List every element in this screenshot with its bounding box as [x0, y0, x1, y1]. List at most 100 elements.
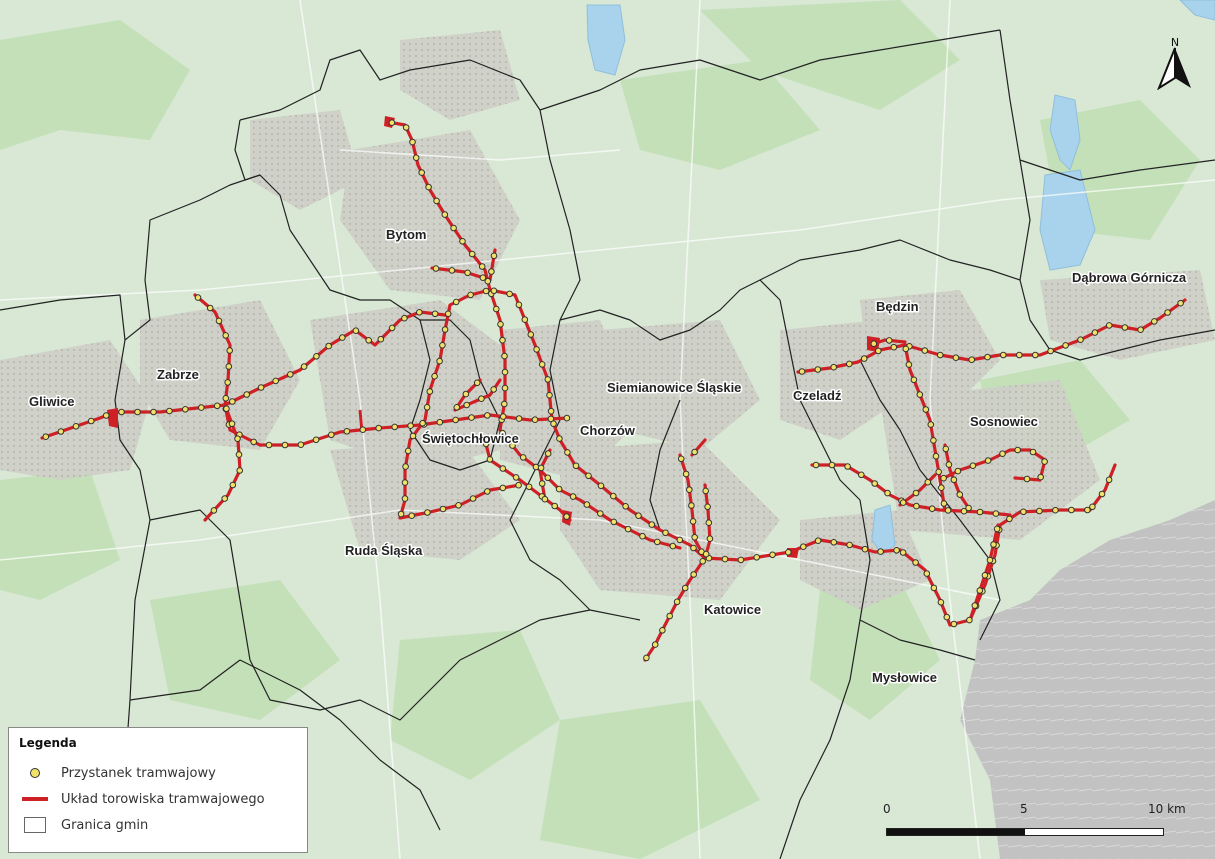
- tram-stop: [225, 363, 233, 370]
- tram-stop: [932, 452, 940, 460]
- tram-stop: [426, 388, 434, 395]
- legend-item-track: Układ torowiska tramwajowego: [19, 786, 297, 812]
- tram-stop: [860, 355, 868, 362]
- tram-stop: [1037, 473, 1044, 481]
- tram-stop: [533, 346, 540, 353]
- tram-stop: [990, 541, 997, 548]
- tram-stop: [954, 467, 962, 475]
- tram-stop: [648, 521, 656, 528]
- tram-stop: [409, 432, 417, 440]
- tram-stop: [547, 407, 555, 415]
- tram-stop: [210, 507, 218, 514]
- tram-stop: [493, 305, 500, 313]
- tram-stop: [912, 489, 920, 497]
- tram-stop: [812, 461, 820, 469]
- tram-stop: [401, 479, 409, 486]
- city-label-siemianowice: Siemianowice Śląskie: [607, 380, 741, 395]
- tram-stop: [993, 525, 1001, 533]
- tram-stop: [942, 445, 950, 453]
- tram-stop: [541, 495, 549, 503]
- tram-stop: [1047, 347, 1054, 355]
- tram-stop: [150, 408, 157, 416]
- tram-stop: [486, 456, 494, 463]
- tram-stop: [473, 379, 481, 387]
- tram-stop: [885, 337, 893, 344]
- tram-stop: [659, 627, 666, 634]
- tram-stop: [464, 269, 471, 277]
- tram-stop: [166, 407, 173, 415]
- tram-stop: [610, 518, 618, 526]
- tram-stop: [922, 406, 930, 413]
- tram-stop: [431, 310, 439, 318]
- tram-stop: [899, 499, 907, 506]
- tram-stop: [1006, 515, 1013, 523]
- tram-stop: [490, 386, 498, 393]
- tram-stop: [488, 268, 495, 275]
- tram-stop: [622, 503, 629, 510]
- tram-stop: [497, 321, 504, 328]
- tram-stop: [433, 197, 440, 205]
- tram-stop: [499, 413, 507, 420]
- north-arrow: N: [1155, 34, 1195, 90]
- tram-stop: [1020, 508, 1027, 516]
- tram-stop: [401, 314, 408, 322]
- tram-stop: [527, 331, 535, 338]
- tram-stop: [956, 491, 964, 498]
- tram-stop: [57, 428, 65, 435]
- tram-stop: [453, 404, 461, 411]
- tram-stop: [265, 441, 273, 449]
- tram-stop: [870, 340, 878, 348]
- tram-stop: [846, 541, 853, 549]
- tram-stop: [916, 391, 924, 398]
- tram-stop: [910, 376, 918, 384]
- gray-region: [960, 500, 1215, 859]
- tram-stop: [521, 316, 529, 323]
- tram-stop: [467, 291, 474, 299]
- legend-item-stop: Przystanek tramwajowy: [19, 760, 297, 786]
- tram-stop: [924, 478, 932, 486]
- tram-stop: [87, 417, 95, 425]
- tram-stop: [651, 641, 659, 648]
- tram-stop: [501, 400, 508, 408]
- city-label-sosnowiec: Sosnowiec: [970, 414, 1038, 429]
- city-label-bedzin: Będzin: [876, 299, 919, 314]
- tram-stop: [206, 304, 214, 312]
- tram-stop: [1068, 506, 1075, 514]
- tram-stop: [960, 507, 968, 515]
- tram-stop: [706, 535, 714, 543]
- tram-stop: [404, 447, 412, 455]
- tram-stop: [1084, 506, 1091, 514]
- tram-stop: [952, 354, 960, 362]
- tram-stop: [462, 390, 470, 398]
- tram-stop: [546, 391, 553, 399]
- tram-stop: [572, 462, 580, 470]
- city-label-zabrze: Zabrze: [157, 367, 199, 382]
- tram-stop: [402, 463, 409, 470]
- city-label-bytom: Bytom: [386, 227, 426, 242]
- tram-stop: [1089, 503, 1096, 511]
- tram-stop: [257, 384, 265, 391]
- tram-stop: [1091, 329, 1099, 336]
- tram-stop: [814, 537, 822, 545]
- tram-stop: [769, 551, 776, 559]
- tram-stop: [223, 405, 230, 413]
- city-label-ruda-slaska: Ruda Śląska: [345, 543, 423, 558]
- legend-item-border: Granica gmin: [19, 812, 297, 838]
- tram-stop: [484, 488, 491, 495]
- tram-stop: [691, 448, 698, 456]
- tram-stop: [194, 294, 202, 301]
- tram-stop: [643, 654, 650, 662]
- tram-stop: [391, 423, 399, 431]
- tram-stop: [681, 584, 689, 592]
- tram-stop: [221, 495, 228, 502]
- tram-stop: [519, 454, 527, 461]
- tram-stop: [506, 290, 513, 298]
- tram-stop: [215, 317, 223, 325]
- tram-stop: [930, 437, 937, 444]
- tram-stop: [976, 587, 984, 594]
- tram-stop: [689, 518, 697, 525]
- tram-stop: [490, 287, 498, 295]
- tram-stop: [452, 298, 460, 306]
